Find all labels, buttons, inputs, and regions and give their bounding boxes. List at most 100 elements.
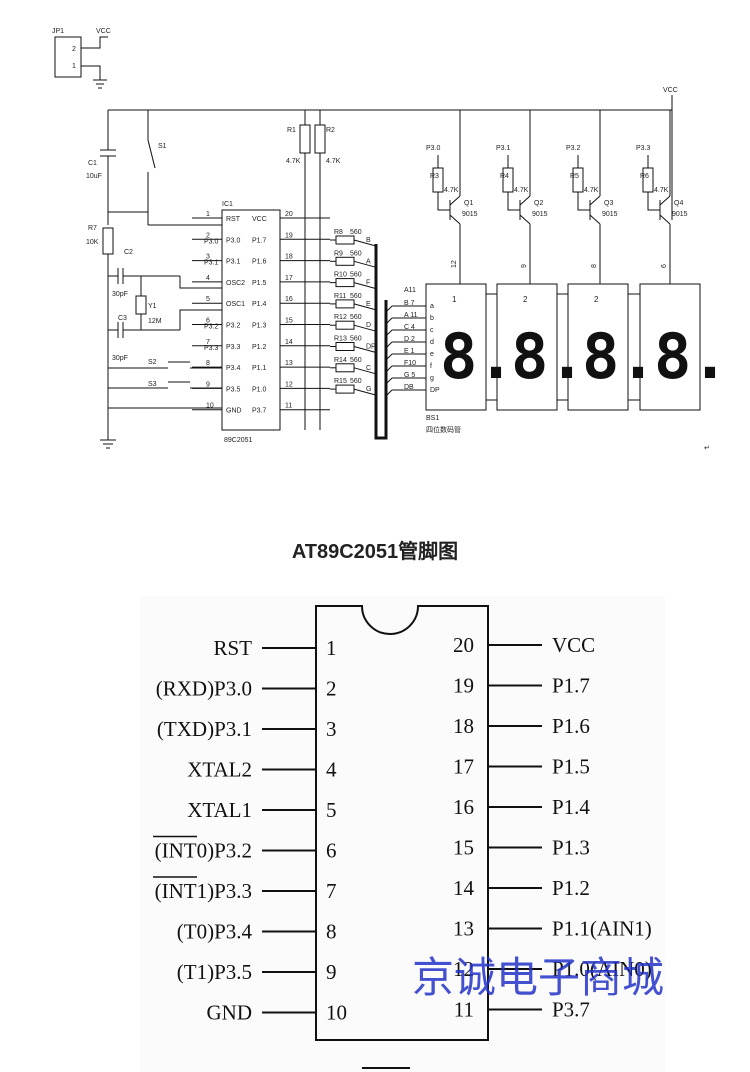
pin-number-right: 19 (453, 674, 474, 698)
c3-ref: C3 (118, 315, 127, 322)
display-digit: 8. (440, 320, 515, 393)
transistor-type: 9015 (532, 211, 548, 218)
ic-pin-num: 14 (285, 339, 293, 346)
pin-name-left: (T1)P3.5 (177, 960, 252, 984)
ic-pin-num: 13 (285, 360, 293, 367)
transistor-ref: Q2 (534, 200, 543, 207)
transistor-ref: Q4 (674, 200, 683, 207)
pin-number-left: 1 (326, 636, 337, 660)
transistor-pin: 6 (661, 264, 668, 268)
segment-resistor-seg: E (366, 301, 371, 308)
pin-number-right: 20 (453, 633, 474, 657)
ic-pin-ext: P3.3 (204, 345, 219, 352)
pin-name-right: P1.7 (552, 674, 590, 698)
transistor-res-value: 4.7K (654, 187, 669, 194)
segment-resistor-value: 560 (350, 293, 362, 300)
segment-resistor-ref: R11 (334, 293, 346, 300)
watermark-text: 京诚电子商城 (412, 953, 664, 1002)
ic-pin-num: 3 (206, 254, 210, 261)
ic-pin-name: P1.3 (252, 323, 267, 330)
ic-pin-ext: P3.2 (204, 324, 219, 331)
display-digit-top-label: 2 (594, 295, 599, 304)
c1-value: 10uF (86, 173, 102, 180)
pin-name-right: P1.2 (552, 876, 590, 900)
s3-label: S3 (148, 381, 157, 388)
ic-pin-num: 2 (206, 232, 210, 239)
segment-resistor-seg: F (366, 280, 370, 287)
ic-pin-name: P3.0 (226, 237, 241, 244)
pin-name-left: (INT0)P3.2 (155, 839, 252, 863)
title-bar: AT89C2051管脚图 (292, 539, 458, 563)
display-desc: 四位数码管 (426, 425, 461, 434)
pin-number-left: 4 (326, 758, 337, 782)
segment-resistor-ref: R14 (334, 357, 347, 364)
ic-body (221, 209, 281, 431)
display-pin-letter: a (430, 303, 434, 310)
pin-name-right: P1.1(AIN1) (552, 917, 652, 941)
display-pin-letter: g (430, 375, 434, 382)
pin-name-left: XTAL1 (187, 798, 252, 822)
pinout-background (140, 596, 665, 1072)
transistor-res-ref: R6 (640, 173, 649, 180)
transistor-port: P3.1 (496, 145, 511, 152)
pin-name-right: P1.5 (552, 755, 590, 779)
bus-entry-label: E 1 (404, 348, 415, 355)
pin-number-left: 8 (326, 920, 337, 944)
pin-number-left: 10 (326, 1001, 347, 1025)
pin-name-left: (T0)P3.4 (177, 920, 253, 944)
pin-number-right: 12 (453, 957, 474, 981)
display-digit-box (496, 283, 558, 411)
c3-value: 30pF (112, 355, 128, 362)
display-pin-letter: d (430, 339, 434, 346)
pin-name-right: P1.3 (552, 836, 590, 860)
display-ref: BS1 (426, 415, 439, 422)
segment-resistor-ref: R13 (334, 336, 347, 343)
ic-left-pins: 1RST2P3.0P3.03P3.1P3.14OSC25OSC16P3.2P3.… (192, 211, 245, 415)
transistor-pin: 9 (521, 264, 528, 268)
transistor-res-value: 4.7K (514, 187, 529, 194)
circuit-schematic: JP1 2 1 VCC VCC C1 10uF R7 10K S1 C2 30p… (52, 28, 729, 452)
ic-pin-num: 20 (285, 211, 293, 218)
display-digit: 8. (582, 320, 657, 393)
ic-pin-num: 8 (206, 360, 210, 367)
segment-resistor-ref: R8 (334, 229, 343, 236)
ic-pin-name: P1.5 (252, 280, 267, 287)
pin-name-right: P1.4 (552, 795, 590, 819)
segment-resistor-seg: A (366, 258, 371, 265)
ic-pin-num: 16 (285, 296, 293, 303)
c1-ref: C1 (88, 160, 97, 167)
s2-label: S2 (148, 359, 157, 366)
segment-resistor-seg: C (366, 365, 371, 372)
segment-resistor-ref: R10 (334, 272, 347, 279)
ic-pin-num: 10 (206, 403, 214, 410)
transistor-res-ref: R5 (570, 173, 579, 180)
ic-pin-ext: P3.0 (204, 238, 219, 245)
pin-number-right: 18 (453, 714, 474, 738)
pin-name-left: (INT1)P3.3 (155, 879, 252, 903)
pin-name-left: XTAL2 (187, 758, 252, 782)
transistor-ref: Q1 (464, 200, 473, 207)
display-pin-letter: b (430, 315, 434, 322)
transistor-pin: 12 (451, 260, 458, 268)
segment-resistor-ref: R12 (334, 314, 347, 321)
jumper-vcc-label: VCC (96, 28, 111, 35)
ic-pin-num: 18 (285, 254, 293, 261)
transistor-ref: Q3 (604, 200, 613, 207)
chip-outline (315, 605, 489, 1041)
segment-resistor-seg: DP (366, 344, 376, 351)
display-pin-letter: DP (430, 387, 440, 394)
r1-value: 4.7K (286, 158, 301, 165)
segment-resistor-value: 560 (350, 314, 362, 321)
ic-pin-name: OSC1 (226, 301, 245, 308)
display-digit: 8. (511, 320, 586, 393)
ic-pin-num: 15 (285, 318, 293, 325)
display-pin-letter: c (430, 327, 434, 334)
pin-number-left: 5 (326, 798, 337, 822)
seven-segment-display: 8.18.28.28. (425, 283, 729, 411)
transistor-res-ref: R3 (430, 173, 439, 180)
display-digit-box (425, 283, 487, 411)
pin-number-left: 6 (326, 839, 337, 863)
ic-pin-name: OSC2 (226, 280, 245, 287)
